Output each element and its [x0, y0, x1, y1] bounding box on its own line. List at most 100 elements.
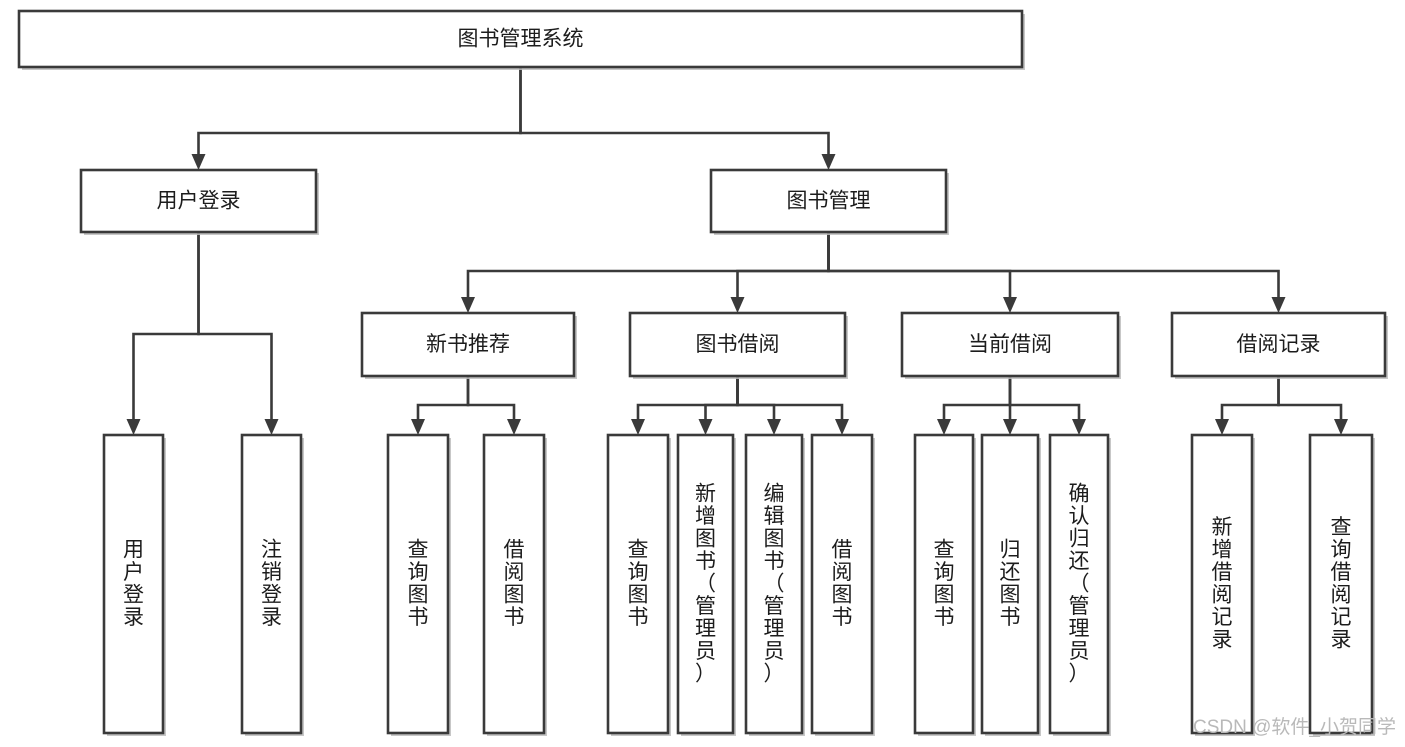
- connector-line: [736, 232, 830, 301]
- arrow-head-icon: [835, 419, 849, 435]
- connector-edge-bm-book-borrow: [730, 232, 830, 313]
- connector-edge-bb-leaf4: [736, 376, 849, 435]
- node-leaf-query-book-current[interactable]: 查询图书: [913, 433, 976, 736]
- node-box[interactable]: [1170, 311, 1387, 378]
- node-leaf-return-book[interactable]: 归还图书: [980, 433, 1041, 736]
- node-label: 图书借阅: [696, 333, 780, 356]
- node-label: 借阅图书: [504, 539, 525, 630]
- node-box[interactable]: [810, 433, 874, 735]
- node-user-login[interactable]: 用户登录: [79, 168, 319, 235]
- arrow-head-icon: [411, 419, 425, 435]
- node-label: 确认归还（管理员）: [1069, 482, 1090, 685]
- node-box[interactable]: [980, 433, 1040, 735]
- node-box[interactable]: [606, 433, 670, 735]
- node-label: 查询图书: [408, 539, 429, 630]
- node-leaf-query-borrow-record[interactable]: 查询借阅记录: [1308, 433, 1375, 736]
- arrow-head-icon: [937, 419, 951, 435]
- node-box[interactable]: [386, 433, 450, 735]
- connector-edge-nbr-leaf1: [411, 376, 470, 435]
- node-box[interactable]: [482, 433, 546, 735]
- connector-edge-cb-leaf3: [1008, 376, 1086, 435]
- node-box[interactable]: [900, 311, 1120, 378]
- node-leaf-add-borrow-record[interactable]: 新增借阅记录: [1190, 433, 1255, 736]
- node-borrow-record[interactable]: 借阅记录: [1170, 311, 1388, 379]
- node-box[interactable]: [1048, 433, 1110, 735]
- node-current-borrow[interactable]: 当前借阅: [900, 311, 1121, 379]
- node-leaf-borrow-book[interactable]: 借阅图书: [810, 433, 875, 736]
- connector-line: [466, 232, 830, 301]
- node-label: 查询借阅记录: [1331, 516, 1352, 652]
- arrow-head-icon: [730, 297, 745, 313]
- connector-line: [827, 232, 1280, 301]
- node-label: 注销登录: [261, 539, 282, 630]
- node-label: 新书推荐: [426, 333, 510, 356]
- node-box[interactable]: [676, 433, 735, 735]
- connector-edge-br-leaf2: [1277, 376, 1348, 435]
- node-box[interactable]: [240, 433, 303, 735]
- arrow-head-icon: [1072, 419, 1086, 435]
- connector-line: [519, 67, 830, 158]
- connector-edge-root-user-login: [191, 67, 522, 170]
- connector-line: [704, 376, 739, 423]
- connector-line: [416, 376, 470, 423]
- arrow-head-icon: [264, 419, 279, 435]
- node-new-book-recommend[interactable]: 新书推荐: [360, 311, 577, 379]
- node-label: 借阅图书: [832, 539, 853, 630]
- arrow-head-icon: [1003, 297, 1017, 313]
- connector-line: [132, 232, 200, 423]
- arrow-head-icon: [191, 154, 206, 170]
- node-box[interactable]: [1190, 433, 1254, 735]
- arrow-head-icon: [767, 419, 781, 435]
- arrow-head-icon: [461, 297, 475, 313]
- node-label: 查询图书: [934, 539, 955, 630]
- node-leaf-query-book-recommend[interactable]: 查询图书: [386, 433, 451, 736]
- node-root[interactable]: 图书管理系统: [17, 9, 1025, 70]
- arrow-head-icon: [631, 419, 645, 435]
- connector-line: [466, 376, 516, 423]
- connector-layer: [126, 67, 1348, 435]
- connector-edge-nbr-leaf2: [466, 376, 521, 435]
- connector-edge-ul-leaf2: [197, 232, 279, 435]
- node-box[interactable]: [913, 433, 975, 735]
- node-leaf-borrow-book-recommend[interactable]: 借阅图书: [482, 433, 547, 736]
- node-leaf-edit-book-admin[interactable]: 编辑图书（管理员）: [744, 433, 805, 736]
- node-label: 图书管理系统: [458, 28, 584, 51]
- connector-line: [1277, 376, 1343, 423]
- node-box[interactable]: [360, 311, 576, 378]
- node-box[interactable]: [17, 9, 1024, 69]
- node-label: 当前借阅: [968, 333, 1052, 356]
- csdn-watermark: CSDN @软件_小贺同学: [1193, 716, 1396, 738]
- arrow-head-icon: [507, 419, 521, 435]
- node-label: 归还图书: [1000, 539, 1021, 630]
- node-box[interactable]: [709, 168, 948, 234]
- node-box[interactable]: [1308, 433, 1374, 735]
- connector-line: [1008, 376, 1081, 423]
- connector-edge-ul-leaf1: [126, 232, 200, 435]
- node-box[interactable]: [628, 311, 847, 378]
- connector-edge-bm-borrow-record: [827, 232, 1286, 313]
- node-box[interactable]: [744, 433, 804, 735]
- node-book-manage[interactable]: 图书管理: [709, 168, 949, 235]
- arrow-head-icon: [821, 154, 836, 170]
- connector-line: [736, 376, 844, 423]
- node-label: 图书管理: [787, 190, 871, 213]
- node-label: 用户登录: [123, 539, 144, 630]
- node-leaf-user-login[interactable]: 用户登录: [102, 433, 166, 736]
- arrow-head-icon: [1003, 419, 1017, 435]
- connector-edge-br-leaf1: [1215, 376, 1280, 435]
- node-box[interactable]: [79, 168, 318, 234]
- node-leaf-user-logout[interactable]: 注销登录: [240, 433, 304, 736]
- connector-edge-bb-leaf2: [698, 376, 739, 435]
- node-leaf-query-book-borrow[interactable]: 查询图书: [606, 433, 671, 736]
- node-box[interactable]: [102, 433, 165, 735]
- arrow-head-icon: [1215, 419, 1229, 435]
- connector-line: [736, 376, 776, 423]
- node-leaf-add-book-admin[interactable]: 新增图书（管理员）: [676, 433, 736, 736]
- arrow-head-icon: [1271, 297, 1286, 313]
- connector-line: [827, 232, 1012, 301]
- node-book-borrow[interactable]: 图书借阅: [628, 311, 848, 379]
- node-leaf-confirm-return-admin[interactable]: 确认归还（管理员）: [1048, 433, 1111, 736]
- connector-line: [1220, 376, 1280, 423]
